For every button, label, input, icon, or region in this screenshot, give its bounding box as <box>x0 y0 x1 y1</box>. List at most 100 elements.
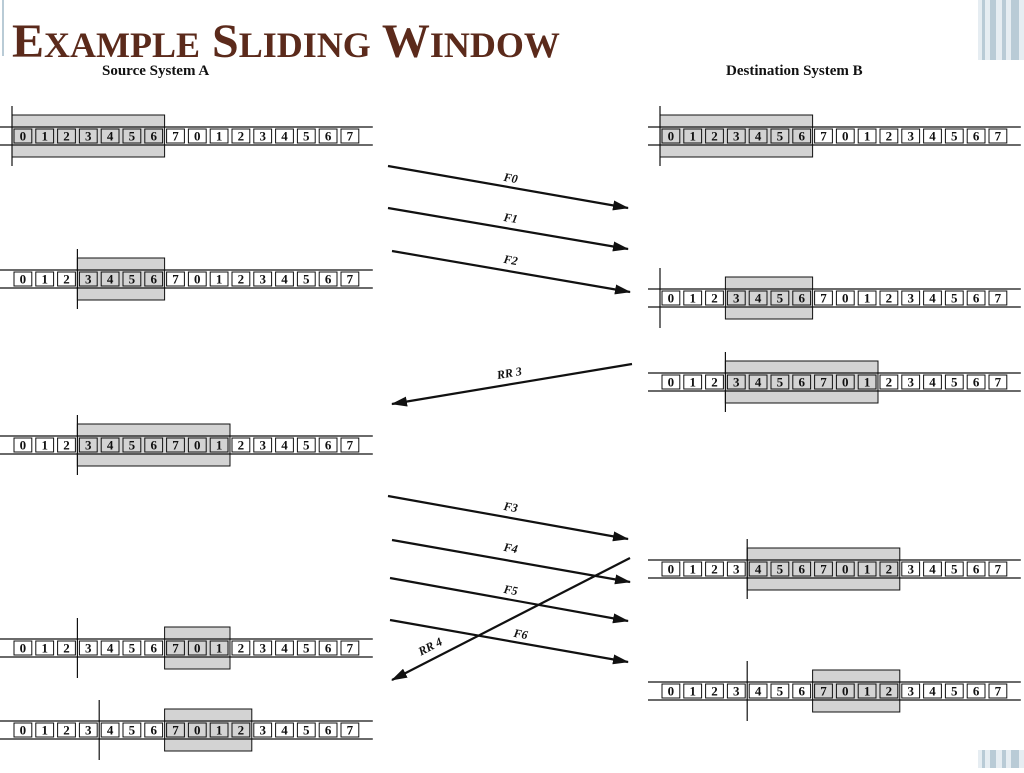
message-arrow: F5 <box>389 576 629 624</box>
sequence-cell <box>209 722 229 738</box>
sequence-cell <box>166 437 185 453</box>
sequence-cell <box>122 271 142 287</box>
sequence-cell <box>318 722 338 738</box>
sequence-number: 3 <box>85 641 92 656</box>
sequence-number: 0 <box>194 641 201 656</box>
sequence-number: 3 <box>907 291 914 306</box>
left-edge-decoration <box>0 0 8 56</box>
arrow-line <box>391 249 631 295</box>
sequence-cell <box>683 683 703 699</box>
sequence-number: 2 <box>63 641 70 656</box>
sequence-number: 6 <box>973 375 980 390</box>
sequence-number: 7 <box>820 129 827 144</box>
sequence-cell <box>857 561 877 577</box>
sequence-number: 2 <box>63 129 70 144</box>
sequence-number: 5 <box>777 291 784 306</box>
sequence-cell <box>13 437 33 453</box>
sequence-number: 6 <box>325 272 332 287</box>
sequence-number: 3 <box>85 129 92 144</box>
sequence-cell <box>78 437 98 453</box>
sequence-number: 5 <box>777 129 784 144</box>
sequence-number: 3 <box>907 375 914 390</box>
frame-label: F5 <box>502 582 519 598</box>
sequence-number: 2 <box>238 272 245 287</box>
sequence-cell <box>100 128 120 144</box>
sequence-cell <box>814 128 833 144</box>
sequence-cell <box>13 271 33 287</box>
sequence-cell <box>879 128 899 144</box>
sequence-cell <box>253 640 273 656</box>
sequence-number: 7 <box>995 375 1002 390</box>
sequence-cell <box>253 128 273 144</box>
sequence-number: 3 <box>907 684 914 699</box>
sequence-number: 5 <box>129 272 136 287</box>
sequence-cell <box>748 374 768 390</box>
sequence-cell <box>253 271 273 287</box>
sequence-number: 2 <box>711 291 718 306</box>
sequence-cell <box>296 437 316 453</box>
sequence-cell <box>705 561 724 577</box>
sequence-cell <box>35 722 55 738</box>
sequence-cell <box>792 374 812 390</box>
sequence-cell <box>923 683 942 699</box>
sequence-cell <box>901 683 921 699</box>
sequence-number: 1 <box>216 438 223 453</box>
sequence-number: 7 <box>347 272 354 287</box>
sequence-number: 6 <box>798 291 805 306</box>
sequence-number: 2 <box>886 562 893 577</box>
sequence-cell <box>814 561 833 577</box>
sequence-cell <box>209 437 229 453</box>
sequence-cell <box>122 128 142 144</box>
sequence-number: 0 <box>194 723 201 738</box>
sequence-number: 1 <box>689 562 696 577</box>
sequence-cell <box>122 722 142 738</box>
sequence-cell <box>340 640 360 656</box>
sequence-number: 7 <box>820 562 827 577</box>
sequence-cell <box>901 128 921 144</box>
sequence-number: 0 <box>842 129 849 144</box>
sequence-cell <box>209 640 229 656</box>
sliding-window <box>812 669 901 713</box>
sequence-cell <box>187 722 207 738</box>
sequence-number: 1 <box>41 272 48 287</box>
arrow-line <box>391 557 631 681</box>
sequence-cell <box>879 374 899 390</box>
sequence-number: 4 <box>755 684 762 699</box>
arrow-line <box>391 538 631 585</box>
sequence-cell <box>13 128 33 144</box>
sequence-cell <box>944 374 964 390</box>
sequence-cell <box>144 437 164 453</box>
sequence-number: 4 <box>107 641 114 656</box>
sequence-number: 2 <box>886 291 893 306</box>
sequence-cell <box>122 640 142 656</box>
sequence-cell <box>318 640 338 656</box>
sequence-number: 4 <box>929 375 936 390</box>
sequence-cell <box>78 128 98 144</box>
sequence-number: 5 <box>129 438 136 453</box>
sequence-cell <box>966 290 986 306</box>
sequence-cell <box>661 374 681 390</box>
sequence-cell <box>944 128 964 144</box>
sequence-cell <box>726 374 746 390</box>
sequence-cell <box>683 128 703 144</box>
sequence-cell <box>683 561 703 577</box>
sequence-cell <box>318 271 338 287</box>
sequence-number: 7 <box>172 723 179 738</box>
sliding-window <box>76 423 231 467</box>
frame-label: F6 <box>512 626 529 642</box>
frame-label: F2 <box>502 252 519 268</box>
frame-label: F3 <box>502 499 519 515</box>
sequence-cell <box>857 128 877 144</box>
sequence-number: 2 <box>886 375 893 390</box>
sequence-number: 2 <box>238 641 245 656</box>
sequence-cell <box>705 128 724 144</box>
sequence-cell <box>340 722 360 738</box>
sequence-number: 5 <box>777 375 784 390</box>
sequence-number: 1 <box>689 375 696 390</box>
sequence-number: 5 <box>951 129 958 144</box>
sequence-number: 6 <box>150 641 157 656</box>
sliding-window <box>724 360 879 404</box>
sequence-cell <box>275 271 294 287</box>
sequence-number: 5 <box>951 562 958 577</box>
